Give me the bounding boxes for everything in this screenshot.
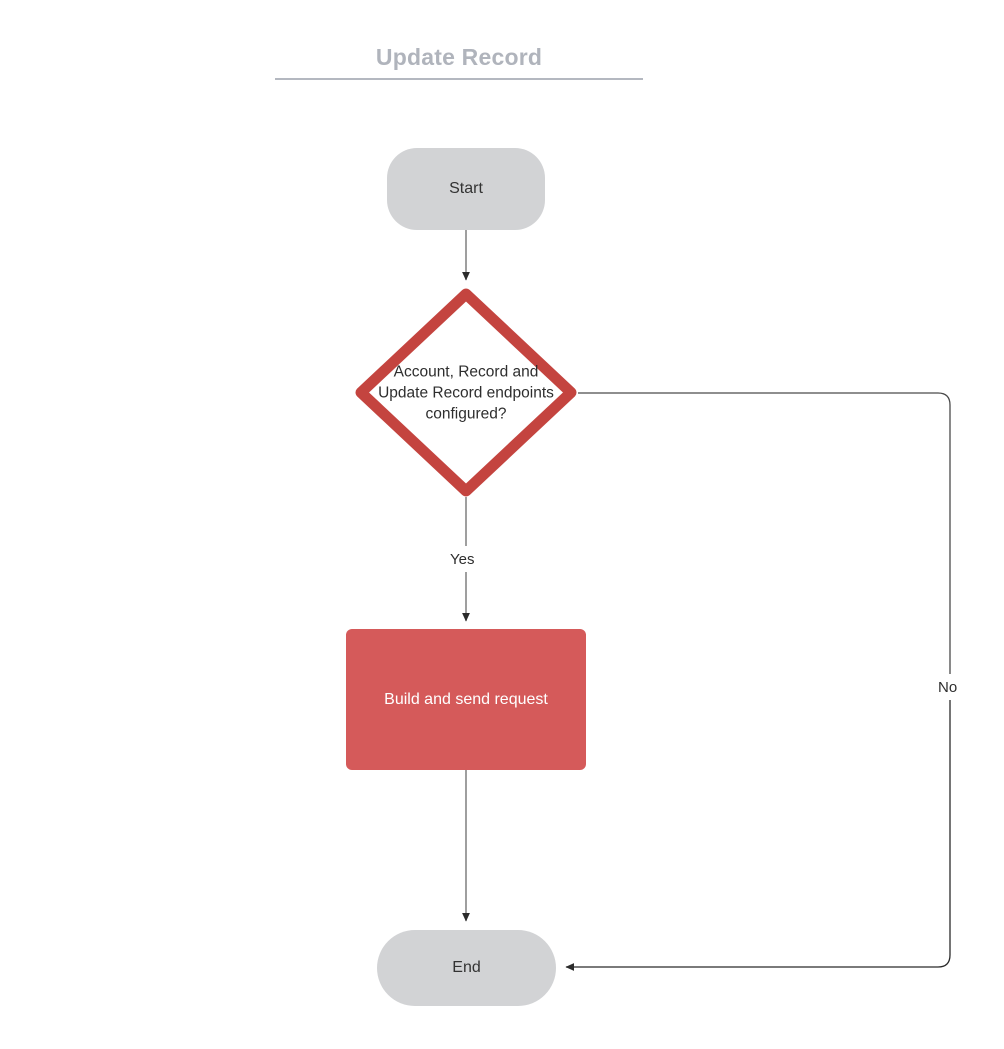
edge-decision-to-end	[565, 392, 951, 971]
node-start-label: Start	[449, 180, 483, 197]
node-process-label: Build and send request	[384, 690, 548, 708]
node-decision[interactable]: Account, Record and Update Record endpoi…	[355, 288, 577, 497]
node-end-label: End	[452, 959, 481, 976]
diamond-icon	[355, 288, 577, 497]
edge-label-yes: Yes	[446, 550, 479, 569]
node-end[interactable]: End	[377, 930, 556, 1006]
edge-label-no: No	[934, 678, 962, 697]
node-process-build-and-send-request[interactable]: Build and send request	[346, 629, 586, 770]
title-divider	[275, 78, 643, 80]
page-title: Update Record	[375, 44, 543, 70]
node-start[interactable]: Start	[387, 148, 545, 230]
